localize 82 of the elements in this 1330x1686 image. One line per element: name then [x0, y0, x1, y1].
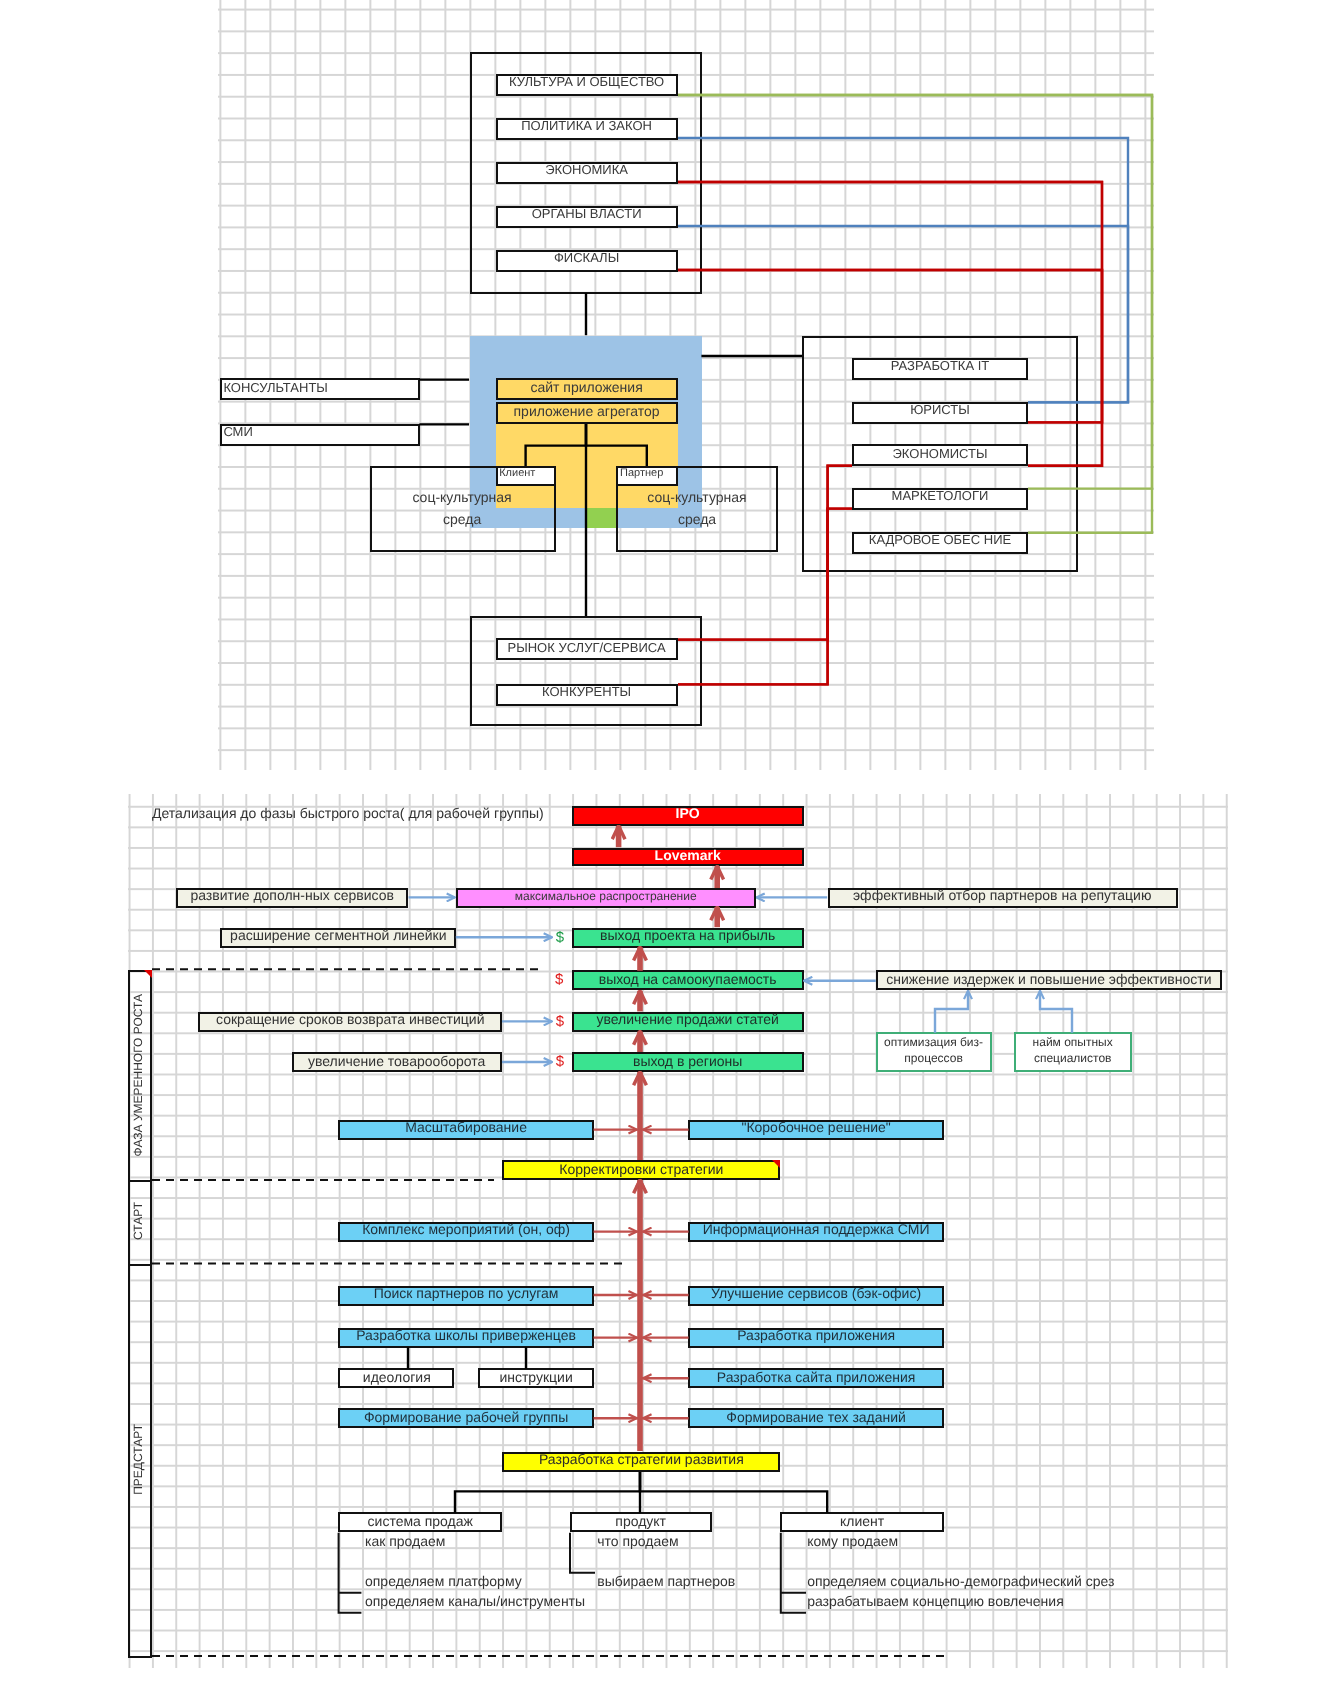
- label-box: [852, 357, 1028, 380]
- arrow: [631, 945, 649, 971]
- note-box: [198, 1011, 502, 1032]
- task-box: [338, 1328, 594, 1348]
- label-box: [852, 531, 1028, 554]
- feature-box: [495, 378, 678, 401]
- arrow: [709, 864, 726, 888]
- arrow: [631, 1070, 649, 1160]
- task-box: [338, 1285, 594, 1305]
- label-box: [495, 638, 678, 661]
- group-frame: [469, 52, 702, 293]
- factor-box: [875, 1032, 992, 1073]
- arrow: [709, 905, 726, 928]
- task-box: [338, 1408, 594, 1428]
- strategy-box: [502, 1160, 781, 1180]
- task-box: [688, 1285, 944, 1305]
- note-box: [220, 927, 456, 948]
- label-box: [852, 487, 1028, 510]
- connector-line: [584, 424, 588, 616]
- arrow: [631, 1178, 649, 1451]
- connector-line: [584, 293, 588, 336]
- note-box: [875, 970, 1222, 991]
- sub-box: [338, 1368, 455, 1388]
- strategy-box: [502, 1451, 781, 1472]
- label-box: [495, 161, 678, 184]
- label-box: [219, 378, 420, 401]
- segment-box: [616, 466, 778, 552]
- phase-cell: [128, 1263, 152, 1656]
- connector-line: [406, 1347, 410, 1369]
- task-box: [688, 1120, 944, 1140]
- task-box: [688, 1222, 944, 1242]
- category-box: [570, 1512, 712, 1533]
- task-box: [688, 1408, 944, 1428]
- task-box: [338, 1222, 594, 1242]
- feature-box: [495, 401, 678, 424]
- phase-cell: [128, 969, 152, 1180]
- task-box: [338, 1120, 594, 1140]
- note-box: [827, 888, 1178, 907]
- arrow: [502, 1056, 554, 1068]
- arrow: [408, 892, 457, 903]
- label-box: [852, 444, 1028, 467]
- stage-box: [571, 1052, 804, 1072]
- category-box: [338, 1512, 502, 1533]
- connector-line: [638, 1472, 829, 1513]
- arrow: [631, 989, 649, 1012]
- note-box: [175, 888, 409, 907]
- connector-line: [524, 1347, 528, 1369]
- connector-line: [678, 507, 852, 686]
- phase-cell: [128, 1180, 152, 1264]
- tag-box: [616, 466, 678, 486]
- label-box: [219, 423, 420, 446]
- task-box: [688, 1368, 944, 1388]
- label-box: [495, 205, 678, 228]
- task-box: [688, 1328, 944, 1348]
- category-box: [780, 1512, 944, 1533]
- connector-line: [419, 378, 469, 381]
- sub-box: [478, 1368, 594, 1388]
- arrow: [631, 1029, 649, 1052]
- label-box: [495, 117, 678, 140]
- arrow: [610, 824, 627, 848]
- arrow: [1034, 989, 1074, 1033]
- connector-line: [678, 268, 1104, 467]
- tag-box: [495, 466, 556, 486]
- factor-box: [1014, 1032, 1132, 1073]
- arrow: [455, 932, 554, 943]
- stage-box: [571, 970, 804, 991]
- goal-box: [455, 888, 757, 907]
- note-box: [291, 1052, 502, 1072]
- group-frame: [469, 616, 702, 727]
- label-box: [852, 401, 1028, 424]
- label-box: [495, 249, 678, 271]
- group-frame: [802, 335, 1078, 573]
- connector-line: [419, 423, 469, 426]
- arrow: [933, 989, 974, 1033]
- segment-box: [369, 466, 556, 552]
- label-box: [495, 74, 678, 96]
- arrow: [755, 892, 828, 903]
- label-box: [495, 683, 678, 706]
- connector-line: [701, 354, 802, 358]
- connector-line: [678, 224, 1130, 404]
- arrow: [502, 1016, 554, 1027]
- arrow: [802, 975, 876, 986]
